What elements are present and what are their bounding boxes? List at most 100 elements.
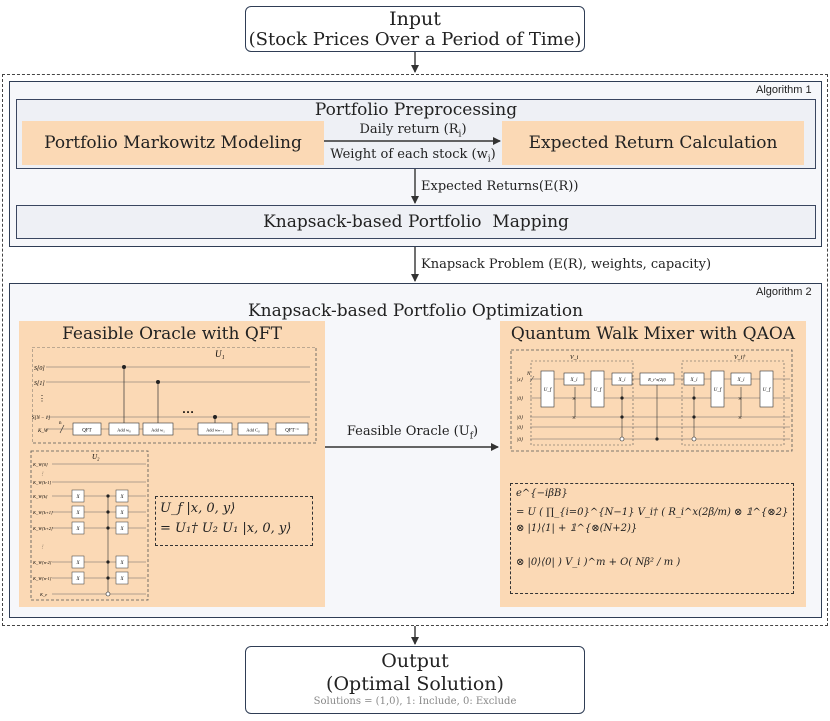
preprocessing-title: Portfolio Preprocessing (314, 100, 518, 120)
u1-wire-0: S[0] (34, 366, 45, 372)
u2-wire-5: K_W[k+2] (32, 526, 53, 531)
u1-gate-add-w1: Add w₁ (151, 428, 165, 433)
weight-label: Weight of each stock (wi) (324, 146, 502, 169)
feasible-edge-sub: f (469, 431, 474, 442)
feasible-edge-text: Feasible Oracle (U (346, 424, 470, 439)
qwm-gate-xi-2: X_i (618, 378, 627, 383)
algorithm2-title: Knapsack-based Portfolio Optimization (247, 301, 584, 321)
u1-wire-3: S[N − 1] (32, 416, 50, 421)
qwm-gate-uf-3: U_f (714, 388, 722, 393)
algorithm1-label: Algorithm 1 (756, 84, 812, 96)
feasible-oracle-title: Feasible Oracle with QFT (62, 324, 282, 344)
u2-x-gate: X (75, 527, 80, 532)
algorithm2-label: Algorithm 2 (756, 286, 812, 298)
u2-wire-9: K_e (39, 592, 47, 597)
weight-sub: i (487, 154, 491, 165)
u1-wire-dots: ⋮ (38, 394, 46, 403)
quantum-walk-panel (500, 321, 806, 607)
qwm-gate-xi-1: X_i (570, 378, 579, 383)
expected-calc-box (502, 121, 804, 165)
feasible-edge-label: Feasible Oracle (Uf) (325, 424, 500, 442)
qwm-gate-xi-4: X_i (737, 378, 746, 383)
markowitz-label: Portfolio Markowitz Modeling (44, 133, 302, 153)
u2-x-gate: X (119, 577, 124, 582)
u2-x-gate: X (75, 511, 80, 516)
output-box: Output (Optimal Solution) Solutions = (1… (245, 646, 585, 714)
u2-x-gate: X (75, 577, 80, 582)
qwm-wire-0a: |0⟩ (517, 396, 523, 402)
qwm-gate-xi-3: X_i (690, 378, 699, 383)
mixer-eq-line1: e^{−iβB} (516, 488, 568, 499)
expected-returns-edge-label: Expected Returns(E(R)) (421, 179, 579, 194)
qwm-vi-label: V_i (570, 355, 579, 361)
u1-slash-label: n (59, 421, 62, 426)
daily-return-label: Daily return (Ri) (324, 121, 502, 144)
qwm-gate-uf-1: U_f (544, 388, 552, 393)
u2-circuit: U₂ K_W[0] ⋮ K_W[k-1] K_W[k] K_W[k+1] K_W… (30, 450, 149, 601)
svg-text:×: × (572, 395, 576, 403)
markowitz-box (22, 121, 324, 165)
qwm-circuit: V_i V_i† |x⟩ |0⟩ |0⟩ |0⟩ |0⟩ N × × × × (510, 349, 793, 452)
qwm-wire-0b: |0⟩ (517, 415, 523, 421)
input-title: Input (389, 8, 441, 30)
mixer-equation-box (510, 483, 794, 594)
u1-gate-add-c0: Add C₀ (246, 428, 260, 433)
input-box: Input (Stock Prices Over a Period of Tim… (245, 6, 585, 52)
qwm-gate-uf-2: U_f (594, 388, 602, 393)
oracle-eq-line2: = U₁† U₂ U₁ |x, 0, y⟩ (160, 521, 292, 536)
svg-text:×: × (572, 414, 576, 422)
u1-gate-add-w0: Add w₀ (117, 428, 131, 433)
u2-wire-8: K_W[n-1] (32, 576, 52, 581)
qwm-gate-rx: R_i^x(2β) (647, 377, 666, 382)
knapsack-edge-label: Knapsack Problem (E(R), weights, capacit… (421, 257, 712, 272)
u1-wire-kw: K_W (37, 429, 49, 434)
expected-calc-label: Expected Return Calculation (528, 133, 778, 153)
output-note: Solutions = (1,0), 1: Include, 0: Exclud… (313, 696, 517, 707)
qwm-wire-0c: |0⟩ (517, 425, 523, 431)
u1-gate-add-wn: Add wₙ₋₁ (206, 428, 224, 433)
weight-end: ) (490, 147, 496, 162)
u2-wire-2: K_W[k-1] (32, 480, 51, 485)
oracle-eq-line1: U_f |x, 0, y⟩ (160, 501, 236, 516)
output-title: Output (381, 650, 449, 672)
input-subtitle: (Stock Prices Over a Period of Time) (248, 29, 582, 50)
svg-text:×: × (738, 395, 742, 403)
u2-wire-7: K_W[n-2] (32, 560, 52, 565)
outer-dashed-frame (2, 74, 828, 626)
feasible-edge-end: ) (473, 424, 479, 439)
u1-label: U₁ (215, 349, 225, 359)
u2-x-gate: X (119, 527, 124, 532)
daily-return-sub: i (458, 129, 462, 140)
weight-text: Weight of each stock (w (330, 147, 488, 162)
oracle-equation-box (155, 496, 313, 546)
output-subtitle: (Optimal Solution) (326, 673, 504, 695)
svg-text:…: … (182, 402, 194, 416)
u2-x-gate: X (119, 561, 124, 566)
u2-wire-0: K_W[0] (32, 462, 48, 467)
svg-text:×: × (738, 414, 742, 422)
quantum-walk-title: Quantum Walk Mixer with QAOA (510, 324, 796, 344)
daily-return-text: Daily return (R (359, 122, 459, 137)
u2-x-gate: X (75, 495, 80, 500)
u2-wire-4: K_W[k+1] (32, 510, 53, 515)
qwm-gate-uf-4: U_f (763, 388, 771, 393)
mapping-box (16, 205, 816, 239)
qwm-wire-0d: |0⟩ (517, 437, 523, 443)
mixer-eq-line3: ⊗ |0⟩⟨0| ) V_i )^m + O( Nβ² / m ) (516, 557, 681, 568)
u1-gate-qft: QFT (82, 429, 91, 434)
u1-wire-1: S[1] (34, 381, 45, 387)
u2-x-gate: X (75, 561, 80, 566)
u2-wire-dots-a: ⋮ (40, 471, 45, 476)
qwm-wire-x: |x⟩ (517, 377, 523, 383)
u2-x-gate: X (119, 511, 124, 516)
u1-circuit: U₁ S[0] S[1] ⋮ S[N − 1] K_W n … QFT Add … (32, 347, 317, 444)
mixer-eq-line2: = U ( ∏_{i=0}^{N−1} V_i† ( R_i^x(2β/m) ⊗… (516, 507, 789, 534)
qwm-n-label: N (526, 372, 531, 377)
u2-label: U₂ (92, 453, 100, 461)
u1-gate-qft-inv: QFT⁻¹ (285, 428, 299, 434)
mapping-label: Knapsack-based Portfolio Mapping (263, 212, 569, 232)
daily-return-end: ) (461, 122, 467, 137)
u2-wire-3: K_W[k] (32, 494, 48, 499)
qwm-vi-dag-label: V_i† (734, 355, 746, 361)
u2-wire-dots-b: ⋮ (40, 544, 45, 549)
